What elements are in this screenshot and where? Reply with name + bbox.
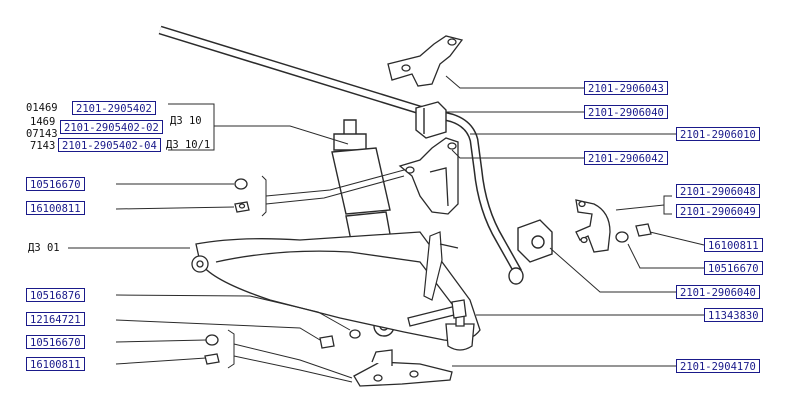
stabilizer-bar bbox=[158, 25, 524, 285]
right-clamp-2906048 bbox=[575, 199, 611, 253]
part-label-2101-2905402-04[interactable]: 2101-2905402-04 bbox=[58, 138, 161, 152]
part-label-10516670-washer[interactable]: 10516670 bbox=[26, 177, 85, 191]
code-1469: 1469 bbox=[30, 116, 56, 128]
part-label-2101-2906049[interactable]: 2101-2906049 bbox=[676, 204, 760, 218]
code-7143: 7143 bbox=[30, 140, 56, 152]
lower-arm bbox=[191, 231, 481, 342]
vertical-plate bbox=[423, 231, 459, 301]
part-label-10516670-right[interactable]: 10516670 bbox=[704, 261, 763, 275]
code-dz10-1: ДЗ 10/1 bbox=[166, 139, 211, 151]
bracket-2906043 bbox=[387, 35, 464, 87]
code-07143: 07143 bbox=[26, 128, 58, 140]
code-dz01: ДЗ 01 bbox=[28, 242, 60, 254]
bolt-11343830 bbox=[407, 299, 467, 327]
part-label-2101-2904170[interactable]: 2101-2904170 bbox=[676, 359, 760, 373]
part-label-2101-2906048[interactable]: 2101-2906048 bbox=[676, 184, 760, 198]
part-label-2101-2906040-upper[interactable]: 2101-2906040 bbox=[584, 105, 668, 119]
part-label-12164721[interactable]: 12164721 bbox=[26, 312, 85, 326]
leader-lines bbox=[68, 75, 705, 383]
bracket-2906042 bbox=[398, 137, 459, 215]
part-label-2101-2905402-02[interactable]: 2101-2905402-02 bbox=[60, 120, 163, 134]
stabilizer-cushion-upper bbox=[415, 101, 447, 139]
part-label-16100811-lower[interactable]: 16100811 bbox=[26, 357, 85, 371]
part-label-11343830[interactable]: 11343830 bbox=[704, 308, 763, 322]
part-label-16100811-nut[interactable]: 16100811 bbox=[26, 201, 85, 215]
code-01469: 01469 bbox=[26, 102, 58, 114]
right-cushion-2906040 bbox=[517, 219, 553, 263]
part-label-2101-2905402[interactable]: 2101-2905402 bbox=[72, 101, 156, 115]
part-label-2101-2906043[interactable]: 2101-2906043 bbox=[584, 81, 668, 95]
nuts-and-washers bbox=[204, 178, 652, 365]
part-label-2101-2906040-lower[interactable]: 2101-2906040 bbox=[676, 285, 760, 299]
part-label-16100811-right[interactable]: 16100811 bbox=[704, 238, 763, 252]
code-dz10: ДЗ 10 bbox=[170, 115, 202, 127]
bracket-2904170 bbox=[353, 349, 453, 387]
part-label-10516876[interactable]: 10516876 bbox=[26, 288, 85, 302]
part-label-2101-2906042[interactable]: 2101-2906042 bbox=[584, 151, 668, 165]
part-label-2101-2906010[interactable]: 2101-2906010 bbox=[676, 127, 760, 141]
part-label-10516670-lower[interactable]: 10516670 bbox=[26, 335, 85, 349]
